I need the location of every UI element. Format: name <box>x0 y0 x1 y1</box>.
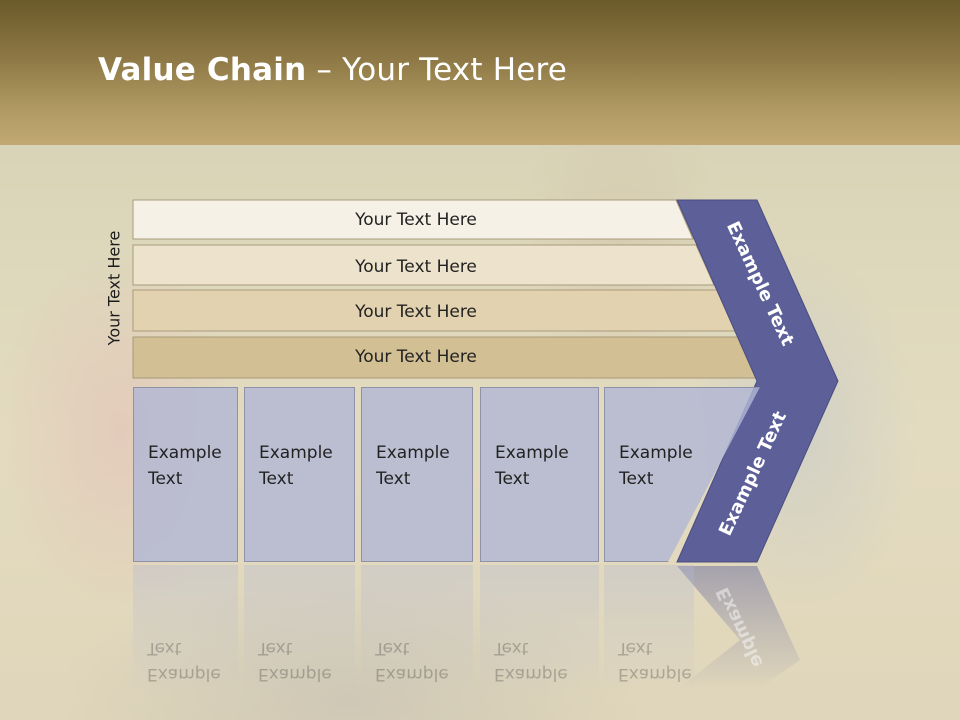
activity-box-3-reflection: Example Text <box>361 565 473 695</box>
bar-3-label: Your Text Here <box>354 302 477 322</box>
activity-box-2-reflection-line2: Text <box>258 638 293 658</box>
activity-box-1-reflection: Example Text <box>133 565 238 695</box>
title-bold: Value Chain <box>98 52 307 88</box>
bar-4[interactable]: Your Text Here <box>132 336 763 379</box>
activity-box-4-label: Example Text <box>495 440 585 492</box>
activity-box-3[interactable]: Example Text <box>361 387 473 562</box>
activity-box-1-reflection-label: Example Text <box>147 635 237 687</box>
bar-1[interactable]: Your Text Here <box>132 199 694 240</box>
activity-box-3-reflection-line1: Example <box>375 664 449 684</box>
bar-2[interactable]: Your Text Here <box>132 244 715 286</box>
activity-box-2[interactable]: Example Text <box>244 387 355 562</box>
activity-box-2-line2: Text <box>259 469 294 489</box>
activity-box-4-reflection-line1: Example <box>494 664 568 684</box>
activity-box-4-line2: Text <box>495 469 530 489</box>
activity-box-2-reflection: Example Text <box>244 565 355 695</box>
activity-box-1[interactable]: Example Text <box>133 387 238 562</box>
activity-box-1-label: Example Text <box>148 440 238 492</box>
activity-box-1-line2: Text <box>148 469 183 489</box>
activity-box-5-reflection-line1: Example <box>618 664 692 684</box>
activity-box-3-line2: Text <box>376 469 411 489</box>
activity-box-1-reflection-line1: Example <box>147 664 221 684</box>
bar-1-shape <box>132 199 694 240</box>
activity-box-3-reflection-label: Example Text <box>375 635 465 687</box>
title-rest: – Your Text Here <box>306 52 568 88</box>
activity-box-5-line1: Example <box>619 443 693 463</box>
activity-box-5-reflection: Example Text <box>604 565 694 695</box>
chevron-shape <box>676 199 839 563</box>
activity-box-1-line1: Example <box>148 443 222 463</box>
chevron[interactable]: Example Text Example Text <box>676 199 839 563</box>
activity-box-2-label: Example Text <box>259 440 349 492</box>
bar-4-label: Your Text Here <box>354 347 477 367</box>
bar-3[interactable]: Your Text Here <box>132 289 739 332</box>
activity-box-3-label: Example Text <box>376 440 466 492</box>
bar-2-label: Your Text Here <box>354 257 477 277</box>
activity-box-5-line2: Text <box>619 469 654 489</box>
title-banner: Value Chain – Your Text Here <box>0 0 960 145</box>
activity-box-4-reflection: Example Text <box>480 565 599 695</box>
bar-2-shape <box>132 244 715 286</box>
activity-box-3-reflection-line2: Text <box>375 638 410 658</box>
page-title: Value Chain – Your Text Here <box>98 52 567 88</box>
activity-box-5-reflection-line2: Text <box>618 638 653 658</box>
activity-box-5-label: Example Text <box>619 440 709 492</box>
bar-1-label: Your Text Here <box>354 210 477 230</box>
activity-box-1-reflection-line2: Text <box>147 638 182 658</box>
activity-box-4-line1: Example <box>495 443 569 463</box>
activity-box-5-reflection-label: Example Text <box>618 635 708 687</box>
activity-box-3-line1: Example <box>376 443 450 463</box>
chevron-reflection-shape <box>677 566 800 690</box>
activity-box-2-line1: Example <box>259 443 333 463</box>
activity-box-4-reflection-line2: Text <box>494 638 529 658</box>
activity-box-2-reflection-label: Example Text <box>258 635 348 687</box>
activity-box-4[interactable]: Example Text <box>480 387 599 562</box>
activity-box-2-reflection-line1: Example <box>258 664 332 684</box>
activity-box-4-reflection-label: Example Text <box>494 635 584 687</box>
